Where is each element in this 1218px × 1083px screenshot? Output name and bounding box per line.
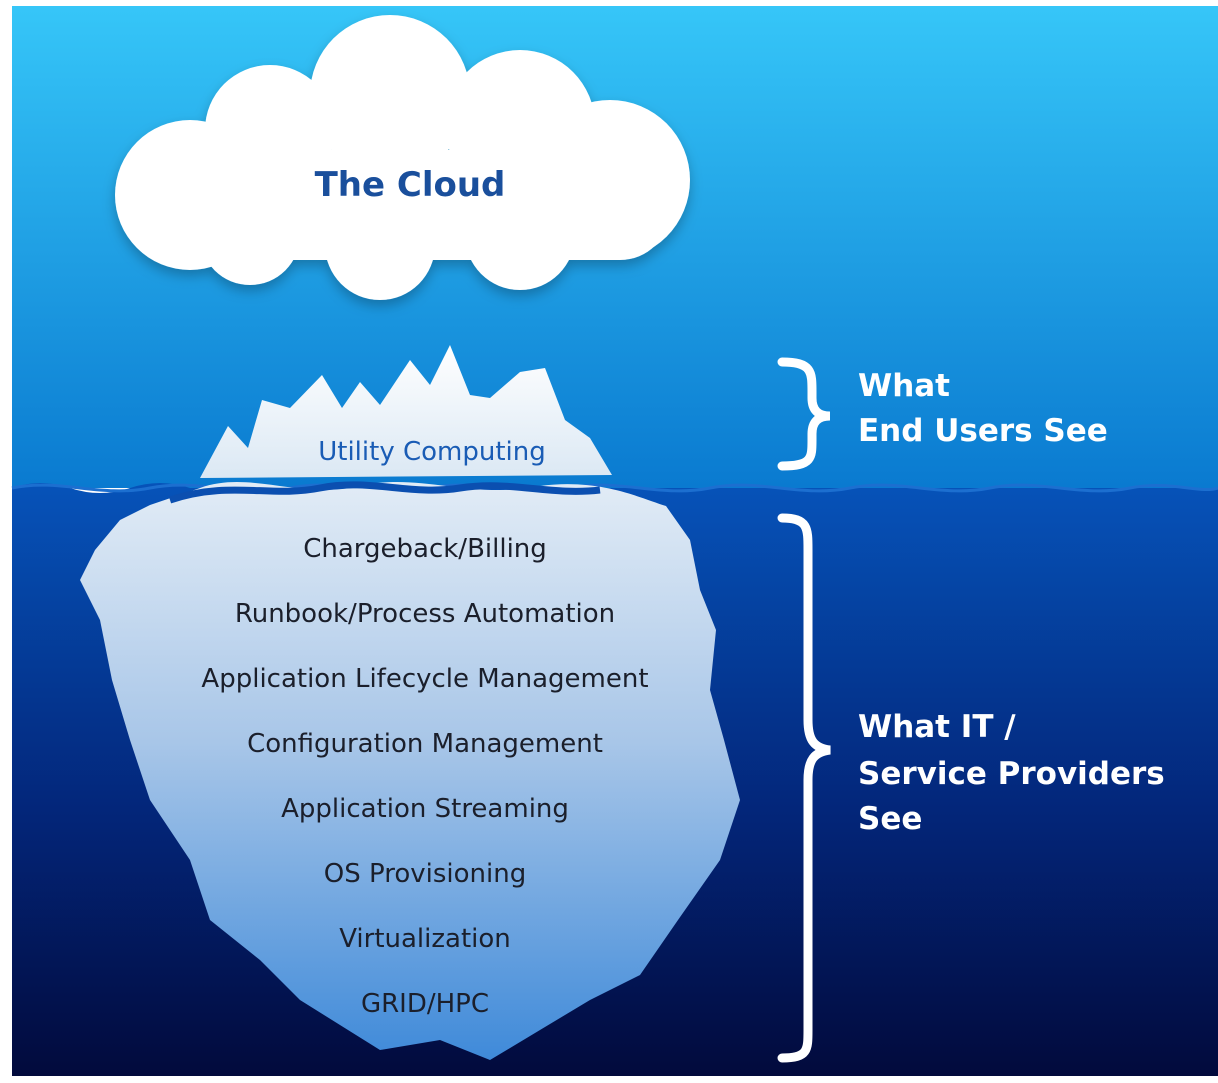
end-users-label: What End Users See [858, 368, 1108, 449]
cloud-shape [115, 15, 690, 300]
providers-label: What IT / Service Providers See [858, 709, 1165, 837]
layer-item: GRID/HPC [361, 989, 489, 1019]
iceberg-body [80, 481, 740, 1060]
layer-item: Configuration Management [247, 729, 603, 759]
layer-item: Application Lifecycle Management [201, 664, 648, 694]
providers-label-line: See [858, 801, 922, 837]
iceberg-waterline [168, 481, 601, 504]
upper-brace-icon [777, 357, 831, 471]
end-users-label-line: End Users See [858, 413, 1108, 449]
providers-label-line: Service Providers [858, 756, 1165, 792]
tip-label: Utility Computing [318, 437, 546, 467]
end-users-label-line: What [858, 368, 950, 404]
layer-item: Virtualization [339, 924, 511, 954]
cloud-title: The Cloud [315, 165, 506, 205]
layer-item: Application Streaming [281, 794, 569, 824]
lower-brace-icon [777, 513, 831, 1063]
iceberg-tip [200, 345, 612, 478]
providers-label-line: What IT / [858, 709, 1016, 745]
layer-item: Runbook/Process Automation [235, 599, 615, 629]
layer-list: Chargeback/Billing Runbook/Process Autom… [201, 534, 648, 1019]
layer-item: OS Provisioning [324, 859, 526, 889]
layer-item: Chargeback/Billing [303, 534, 547, 564]
